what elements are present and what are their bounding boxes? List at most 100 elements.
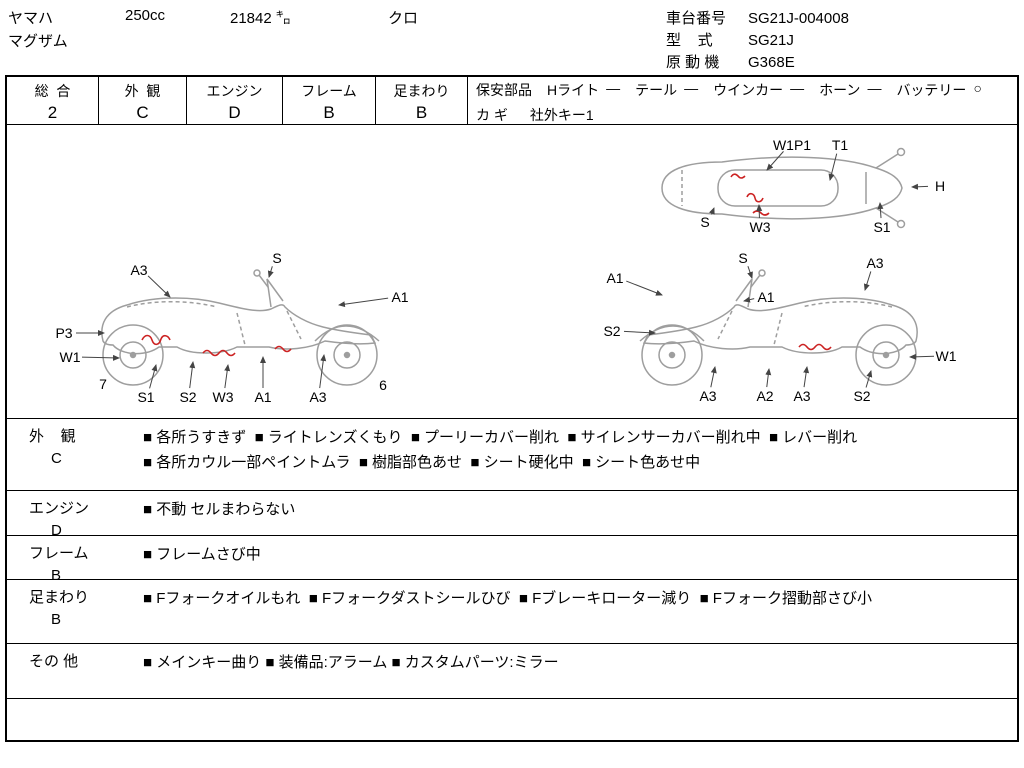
comment-line: ■ 各所カウル一部ペイントムラ ■ 樹脂部色あせ ■ シート硬化中 ■ シート色… <box>143 454 701 471</box>
label-leader-line <box>877 202 884 219</box>
comment-label: 外 観 <box>29 428 76 445</box>
label-leader-line <box>319 354 327 389</box>
damage-code-label: W1 <box>60 349 81 365</box>
label-leader-line <box>149 364 158 389</box>
label-leader-line <box>766 151 784 171</box>
safety-parts-line: 保安部品 Hライト— テール— ウインカー— ホーン— バッテリー○ <box>476 80 1017 100</box>
comment-label-col: 足まわり B <box>7 580 135 643</box>
label-leader-line <box>765 368 772 388</box>
comment-content: ■ 不動 セルまわらない <box>135 491 1017 535</box>
comment-row-other: その 他 ■ メインキー曲り ■ 装備品:アラーム ■ カスタムパーツ:ミラー <box>7 644 1017 699</box>
chassis-label: 車台番号 <box>666 10 727 27</box>
comment-grade: B <box>51 567 62 584</box>
comment-content: ■ 各所うすきず ■ ライトレンズくもり ■ プーリーカバー削れ ■ サイレンサ… <box>135 419 1017 490</box>
model-name: マグザム <box>8 33 68 50</box>
displacement: 250cc <box>125 7 166 24</box>
damage-code-label: P3 <box>55 325 72 341</box>
damage-code-label: A3 <box>309 389 326 405</box>
grade-label-engine: エンジン <box>206 83 263 99</box>
chassis-row: 車台番号 SG21J-004008 <box>666 7 849 28</box>
engine-value: G368E <box>748 54 795 71</box>
damage-code-label: S <box>272 250 281 266</box>
label-leader-line <box>147 275 171 298</box>
label-leader-line <box>743 296 755 303</box>
grade-cell-overall: 総 合 2 <box>7 77 99 124</box>
label-leader-line <box>626 280 663 296</box>
damage-code-label: A3 <box>699 388 716 404</box>
comment-content: ■ メインキー曲り ■ 装備品:アラーム ■ カスタムパーツ:ミラー <box>135 644 1017 698</box>
safety-parts-label: 保安部品 <box>476 82 532 98</box>
chassis-value: SG21J-004008 <box>748 10 849 27</box>
label-leader-line <box>865 370 873 388</box>
key-value: 社外キー1 <box>529 107 594 123</box>
grade-cell-undercarriage: 足まわり B <box>376 77 468 124</box>
key-line: カ ギ 社外キー1 <box>476 105 1017 125</box>
label-leader-line <box>803 366 810 388</box>
damage-code-label: W3 <box>750 219 771 235</box>
comment-line: ■ 各所うすきず ■ ライトレンズくもり ■ プーリーカバー削れ ■ サイレンサ… <box>143 429 858 446</box>
comment-label-col <box>7 699 135 739</box>
main-box: 総 合 2 外 観 C エンジン D フレーム B 足まわり B 保安部品 <box>5 75 1019 742</box>
damage-code-label: S2 <box>853 388 870 404</box>
label-leader-line <box>189 361 196 389</box>
safety-item-headlight: Hライト— <box>547 80 621 98</box>
damage-code-label: A1 <box>254 389 271 405</box>
comment-label-col: フレーム B <box>7 536 135 584</box>
damage-code-label: 6 <box>379 377 387 393</box>
comment-row-frame: フレーム B ■ フレームさび中 <box>7 536 1017 584</box>
comment-line: ■ Fフォークオイルもれ ■ Fフォークダストシールひび ■ Fブレーキローター… <box>143 590 872 607</box>
type-label: 型 式 <box>666 32 713 49</box>
label-leader-line <box>863 271 872 291</box>
label-leader-line <box>267 266 274 278</box>
comment-content: ■ フレームさび中 <box>135 536 1017 579</box>
comment-label: その 他 <box>29 653 79 670</box>
grade-value-engine: D <box>228 103 241 122</box>
damage-code-label: A3 <box>793 388 810 404</box>
safety-parts-cell: 保安部品 Hライト— テール— ウインカー— ホーン— バッテリー○ カ ギ 社… <box>468 77 1017 124</box>
comment-label-col: エンジン D <box>7 491 135 539</box>
damage-code-label: S2 <box>179 389 196 405</box>
engine-label: 原 動 機 <box>666 54 720 71</box>
damage-code-label: S2 <box>603 323 620 339</box>
damage-code-label: A1 <box>757 289 774 305</box>
grade-value-frame: B <box>323 103 335 122</box>
damage-marks <box>141 173 832 357</box>
safety-item-battery: バッテリー○ <box>896 80 982 98</box>
label-leader-line <box>710 366 717 388</box>
grade-cell-frame: フレーム B <box>283 77 376 124</box>
diagram-top-view <box>661 147 906 229</box>
damage-code-label: S1 <box>137 389 154 405</box>
label-leader-line <box>224 364 231 389</box>
grade-cell-engine: エンジン D <box>187 77 283 124</box>
label-leader-line <box>338 297 389 308</box>
comment-grade: D <box>51 522 62 539</box>
comment-row-empty <box>7 699 1017 739</box>
damage-code-label: A2 <box>756 388 773 404</box>
safety-item-winker: ウインカー— <box>713 80 805 98</box>
comment-content <box>135 699 1017 739</box>
comment-label: エンジン <box>29 500 90 517</box>
label-leader-line <box>909 353 935 360</box>
damage-code-label: W1 <box>936 348 957 364</box>
grade-cell-exterior: 外 観 C <box>99 77 187 124</box>
comment-row-undercarriage: 足まわり B ■ Fフォークオイルもれ ■ Fフォークダストシールひび ■ Fブ… <box>7 580 1017 644</box>
damage-code-label: A1 <box>606 270 623 286</box>
label-leader-line <box>81 354 120 361</box>
grade-label-undercarriage: 足まわり <box>393 83 450 99</box>
damage-code-label: A3 <box>866 255 883 271</box>
comment-label: フレーム <box>29 545 89 562</box>
comment-row-engine: エンジン D ■ 不動 セルまわらない <box>7 491 1017 539</box>
label-leader-line <box>911 183 929 190</box>
comment-label: 足まわり <box>29 589 90 606</box>
comment-label-col: 外 観 C <box>7 419 135 490</box>
color: クロ <box>388 10 419 27</box>
diagram-right-side-view <box>639 269 918 386</box>
comment-label-col: その 他 <box>7 644 135 698</box>
label-leader-line <box>747 266 753 279</box>
